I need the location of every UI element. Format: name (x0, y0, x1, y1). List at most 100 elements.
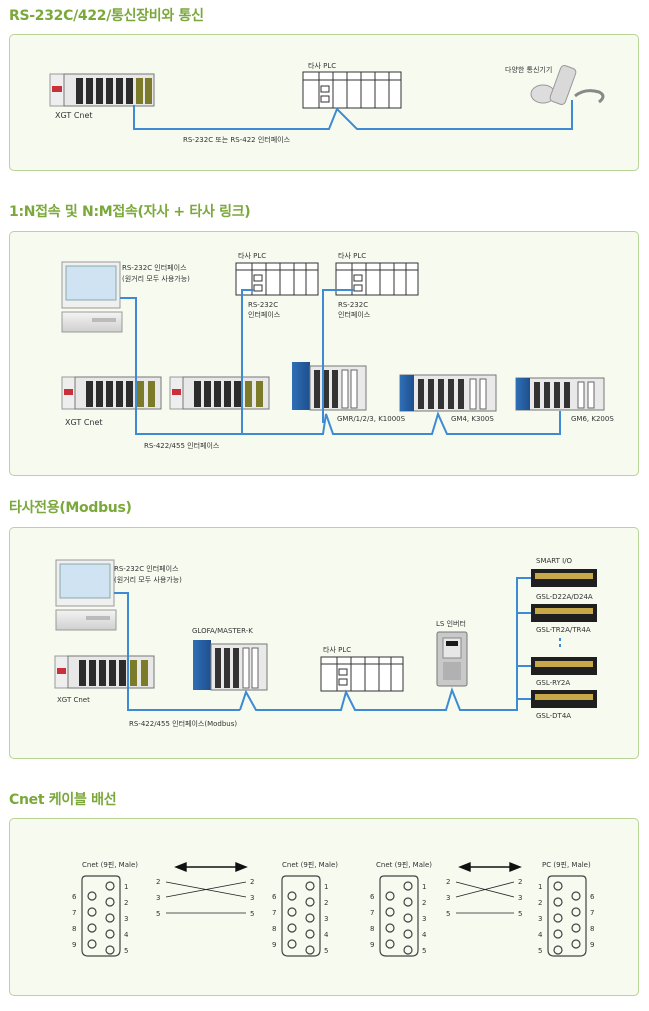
w2-right-3: 3 (518, 894, 522, 902)
db9-connector-1 (81, 875, 121, 957)
pc-s3 (55, 559, 117, 631)
c2-pin-8: 8 (272, 925, 276, 933)
connector-4-title: PC (9핀, Male) (542, 860, 591, 869)
wiring-cross-1 (165, 881, 247, 914)
w1-right-5: 5 (250, 910, 254, 918)
glofa-plc-s3 (193, 640, 268, 691)
gmr-plc-s2 (292, 362, 367, 411)
c3-pin-9: 9 (370, 941, 374, 949)
db9-connector-3 (379, 875, 419, 957)
smartio-module-3 (531, 657, 597, 675)
c2-pin-6: 6 (272, 893, 277, 901)
pc-label-s3-1: RS-232C 인터페이스 (114, 564, 179, 573)
io2-label-s3: GSL-TR2A/TR4A (536, 626, 591, 634)
xgt-rack-s2-a (61, 376, 162, 410)
c3-pin-8: 8 (370, 925, 374, 933)
links-s3 (114, 577, 531, 711)
plc-b-if-s2-1: RS-232C (338, 301, 368, 309)
c3-pin-6: 6 (370, 893, 375, 901)
c4-pin-3: 3 (538, 915, 542, 923)
double-arrow-icon-2 (458, 861, 522, 873)
io3-label-s3: GSL-RY2A (536, 679, 570, 687)
c2-pin-7: 7 (272, 909, 276, 917)
w1-left-2: 2 (156, 878, 160, 886)
c4-pin-7: 7 (590, 909, 594, 917)
c3-pin-1: 1 (422, 883, 426, 891)
c1-pin-9: 9 (72, 941, 76, 949)
other-plc-s1 (302, 71, 402, 109)
section-title-cable: Cnet 케이블 배선 (9, 792, 117, 808)
xgt-rack-s1 (49, 73, 155, 107)
panel-cable (9, 818, 639, 996)
smartio-module-4 (531, 690, 597, 708)
c3-pin-3: 3 (422, 915, 426, 923)
gm6-plc-s2 (515, 377, 605, 411)
io4-label-s3: GSL-DT4A (536, 712, 571, 720)
plc-b-if-s2-2: 인터페이스 (338, 310, 371, 319)
c3-pin-2: 2 (422, 899, 426, 907)
gm4-label-s2: GM4, K300S (451, 415, 494, 423)
plc-a-if-s2-2: 인터페이스 (248, 310, 281, 319)
plc-a-if-s2-1: RS-232C (248, 301, 278, 309)
w2-right-5: 5 (518, 910, 522, 918)
xgt-label-s1: XGT Cnet (55, 111, 93, 120)
gm6-label-s2: GM6, K200S (571, 415, 614, 423)
w2-left-5: 5 (446, 910, 450, 918)
c3-pin-7: 7 (370, 909, 374, 917)
c4-pin-2: 2 (538, 899, 542, 907)
plc-label-s3: 타사 PLC (323, 645, 351, 654)
smartio-module-1 (531, 569, 597, 587)
smartio-ellipsis (559, 638, 561, 647)
gm4-plc-s2 (399, 374, 497, 412)
c4-pin-1: 1 (538, 883, 542, 891)
comm-device-s1 (530, 65, 605, 105)
gmr-label-s2: GMR/1/2/3, K1000S (337, 415, 406, 423)
pc-s2 (61, 261, 123, 333)
section-title-modbus: 타사전용(Modbus) (9, 500, 132, 516)
link-label-s1: RS-232C 또는 RS-422 인터페이스 (183, 135, 291, 144)
double-arrow-icon-1 (174, 861, 248, 873)
inverter-label-s3: LS 인버터 (436, 619, 466, 628)
c1-pin-3: 3 (124, 915, 128, 923)
c3-pin-5: 5 (422, 947, 426, 955)
c2-pin-5: 5 (324, 947, 328, 955)
w2-left-2: 2 (446, 878, 450, 886)
xgt-label-s3: XGT Cnet (57, 696, 90, 704)
w1-left-5: 5 (156, 910, 160, 918)
w2-right-2: 2 (518, 878, 522, 886)
c1-pin-1: 1 (124, 883, 128, 891)
link-label-s3: RS-422/455 인터페이스(Modbus) (129, 719, 237, 728)
c1-pin-7: 7 (72, 909, 76, 917)
db9-connector-2 (281, 875, 321, 957)
c3-pin-4: 4 (422, 931, 427, 939)
xgt-rack-s2-b (169, 376, 270, 410)
glofa-label-s3: GLOFA/MASTER-K (192, 627, 253, 635)
other-plc-s3 (320, 656, 404, 692)
c4-pin-6: 6 (590, 893, 595, 901)
section-title-rs232: RS-232C/422/통신장비와 통신 (9, 8, 204, 24)
plc-label-s1: 타사 PLC (308, 61, 336, 70)
smartio-module-2 (531, 604, 597, 622)
c2-pin-3: 3 (324, 915, 328, 923)
connector-2-title: Cnet (9핀, Male) (282, 860, 338, 869)
pc-label-s2-1: RS-232C 인터페이스 (122, 263, 187, 272)
smartio-label-s3: SMART I/O (536, 557, 573, 565)
c2-pin-9: 9 (272, 941, 276, 949)
ls-inverter-s3 (436, 631, 468, 687)
connector-1-title: Cnet (9핀, Male) (82, 860, 138, 869)
plc-a-label-s2: 타사 PLC (238, 251, 266, 260)
w2-left-3: 3 (446, 894, 450, 902)
links-s2 (120, 289, 561, 435)
c1-pin-2: 2 (124, 899, 128, 907)
w1-right-2: 2 (250, 878, 254, 886)
c1-pin-4: 4 (124, 931, 129, 939)
link-label-s2: RS-422/455 인터페이스 (144, 441, 220, 450)
device-label-s1: 다양한 통신기기 (505, 65, 552, 74)
xgt-label-s2: XGT Cnet (65, 418, 103, 427)
c2-pin-1: 1 (324, 883, 328, 891)
wiring-cross-2 (455, 881, 515, 914)
section-title-nm-link: 1:N접속 및 N:M접속(자사 + 타사 링크) (9, 204, 251, 220)
pc-label-s2-2: (원거리 모두 사용가능) (122, 274, 190, 283)
io1-label-s3: GSL-D22A/D24A (536, 593, 593, 601)
